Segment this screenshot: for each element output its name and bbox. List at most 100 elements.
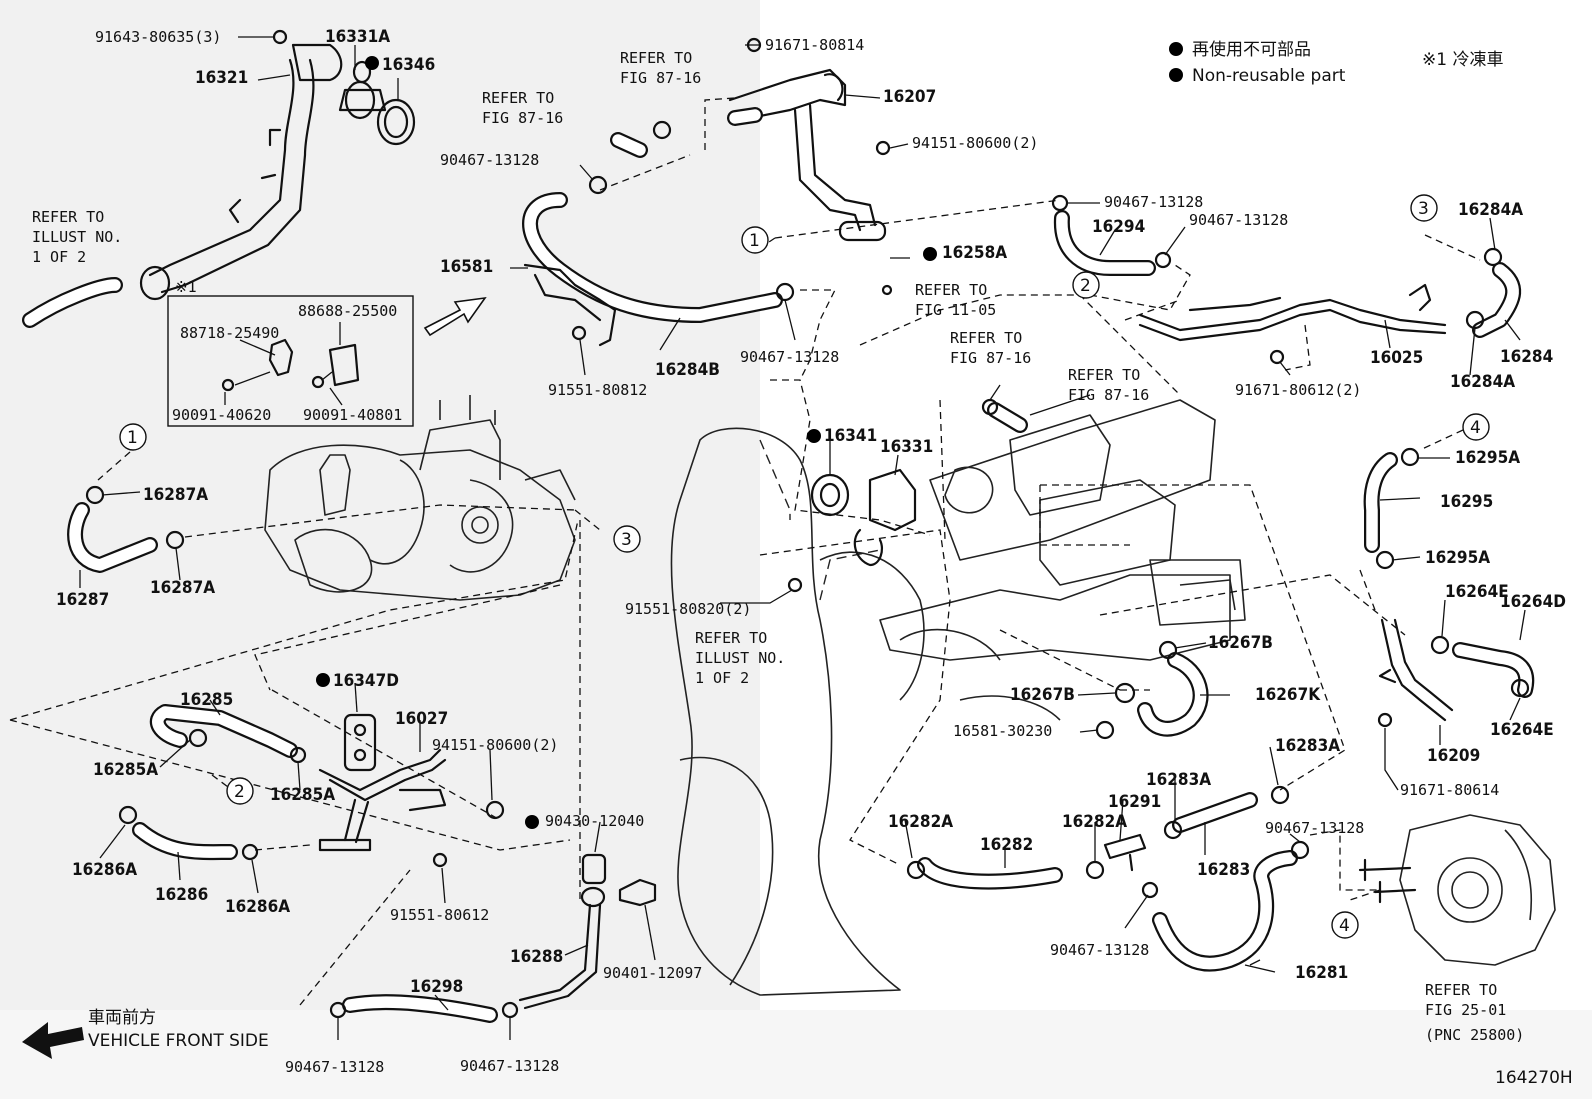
diagram-text: 1 OF 2 [32, 248, 86, 266]
label-16331a: 16331A [325, 27, 390, 47]
label-16264e-bot: 16264E [1490, 720, 1554, 740]
label-90467-b: 90467-13128 [1189, 211, 1288, 229]
label-16287a-top: 16287A [143, 485, 208, 505]
label-16267b-a: 16267B [1208, 633, 1273, 653]
label-16295a-top: 16295A [1455, 448, 1520, 468]
front-label-en: VEHICLE FRONT SIDE [88, 1031, 269, 1051]
label-91551-80812: 91551-80812 [548, 381, 647, 399]
diagram-text: 4 [1339, 916, 1350, 936]
non-reusable-dot [525, 815, 539, 829]
diagram-text: REFER TO [1425, 981, 1497, 999]
ref-fig-25-01: REFER TO FIG 25-01 (PNC 25800) [1425, 981, 1524, 1044]
callout-circles [119, 194, 1490, 939]
label-16287: 16287 [56, 590, 109, 610]
diagram-text: REFER TO [620, 49, 692, 67]
legend-non-reusable-en: Non-reusable part [1192, 66, 1346, 86]
ref-fig-87-16-a: REFER TO FIG 87-16 [620, 49, 701, 87]
label-16347d: 16347D [333, 671, 399, 691]
label-90467-d: 90467-13128 [740, 348, 839, 366]
diagram-text: FIG 87-16 [1068, 386, 1149, 404]
labels: 91643-80635(3) 16331A 16346 16321 91671-… [32, 27, 1573, 1088]
label-16284a-bot: 16284A [1450, 372, 1515, 392]
diagram-text: FIG 87-16 [620, 69, 701, 87]
diagram-text: 4 [1470, 418, 1481, 438]
label-88688: 88688-25500 [298, 302, 397, 320]
legend-dot-jp [1169, 42, 1183, 56]
diagram-text: 1 [127, 428, 138, 448]
diagram-text: REFER TO [482, 89, 554, 107]
label-90467-e: 90467-13128 [1265, 819, 1364, 837]
front-label-jp: 車両前方 [88, 1008, 156, 1028]
diagram-text: FIG 11-05 [915, 301, 996, 319]
label-16267b-b: 16267B [1010, 685, 1075, 705]
diagram-text: ILLUST NO. [695, 649, 785, 667]
diagram-text: REFER TO [695, 629, 767, 647]
label-16209: 16209 [1427, 746, 1480, 766]
legend-dot-en [1169, 68, 1183, 82]
label-16284b: 16284B [655, 360, 720, 380]
legend-non-reusable-jp: 再使用不可部品 [1192, 39, 1311, 60]
label-90467-f: 90467-13128 [1050, 941, 1149, 959]
label-91671-80612: 91671-80612(2) [1235, 381, 1361, 399]
label-88718: 88718-25490 [180, 324, 279, 342]
label-90467-c: 90467-13128 [440, 151, 539, 169]
diagram-text: 3 [621, 530, 632, 550]
label-16207: 16207 [883, 87, 936, 107]
front-arrow-icon [22, 1022, 84, 1059]
diagram-text: REFER TO [915, 281, 987, 299]
label-94151-a: 94151-80600(2) [912, 134, 1038, 152]
label-16341: 16341 [824, 426, 877, 446]
compressor-unit [264, 395, 576, 601]
label-90430-12040: 90430-12040 [545, 812, 644, 830]
water-pump [1358, 814, 1556, 966]
label-16283a-a: 16283A [1275, 736, 1340, 756]
label-16282a-r: 16282A [1062, 812, 1127, 832]
non-reusable-dot [923, 247, 937, 261]
diagram-text: REFER TO [32, 208, 104, 226]
label-90091-40801: 90091-40801 [303, 406, 402, 424]
label-16298: 16298 [410, 977, 463, 997]
label-16286a-r: 16286A [225, 897, 290, 917]
direction-arrow [423, 296, 487, 337]
diagram-text: FIG 25-01 [1425, 1001, 1506, 1019]
label-90401-12097: 90401-12097 [603, 964, 702, 982]
label-16286a-l: 16286A [72, 860, 137, 880]
ref-illust-1-of-2-center: REFER TO ILLUST NO. 1 OF 2 [695, 629, 785, 687]
diagram-text: FIG 87-16 [482, 109, 563, 127]
label-90467-a: 90467-13128 [1104, 193, 1203, 211]
label-16267k: 16267K [1255, 685, 1321, 705]
diagram-text: (PNC 25800) [1425, 1026, 1524, 1044]
diagram-text: 1 [749, 231, 760, 251]
diagram-text: REFER TO [950, 329, 1022, 347]
leader-lines [79, 36, 1526, 1040]
ref-fig-11-05: REFER TO FIG 11-05 [915, 281, 996, 319]
label-16264e-top: 16264E [1445, 582, 1509, 602]
diagram-text: 2 [234, 782, 245, 802]
label-16264d: 16264D [1500, 592, 1566, 612]
label-16025: 16025 [1370, 348, 1423, 368]
diagram-text: 2 [1080, 276, 1091, 296]
label-16285a-b: 16285A [270, 785, 335, 805]
label-16287a-bot: 16287A [150, 578, 215, 598]
figure-id: 164270H [1495, 1068, 1573, 1088]
label-16283a-b: 16283A [1146, 770, 1211, 790]
legend-note-jp: ※1 冷凍車 [1422, 50, 1503, 70]
label-91671-80614: 91671-80614 [1400, 781, 1499, 799]
label-90091-40620: 90091-40620 [172, 406, 271, 424]
label-90467-g: 90467-13128 [285, 1058, 384, 1076]
non-reusable-dot [316, 673, 330, 687]
label-16288: 16288 [510, 947, 563, 967]
ref-fig-87-16-b: REFER TO FIG 87-16 [482, 89, 563, 127]
label-94151-b: 94151-80600(2) [432, 736, 558, 754]
label-16283: 16283 [1197, 860, 1250, 880]
label-91551-80820: 91551-80820(2) [625, 600, 751, 618]
label-16285: 16285 [180, 690, 233, 710]
label-16281: 16281 [1295, 963, 1348, 983]
label-16282a-l: 16282A [888, 812, 953, 832]
shaded-background [0, 0, 760, 1099]
label-16286: 16286 [155, 885, 208, 905]
label-16581-30230: 16581-30230 [953, 722, 1052, 740]
label-16294: 16294 [1092, 217, 1145, 237]
diagram-text: 1 OF 2 [695, 669, 749, 687]
